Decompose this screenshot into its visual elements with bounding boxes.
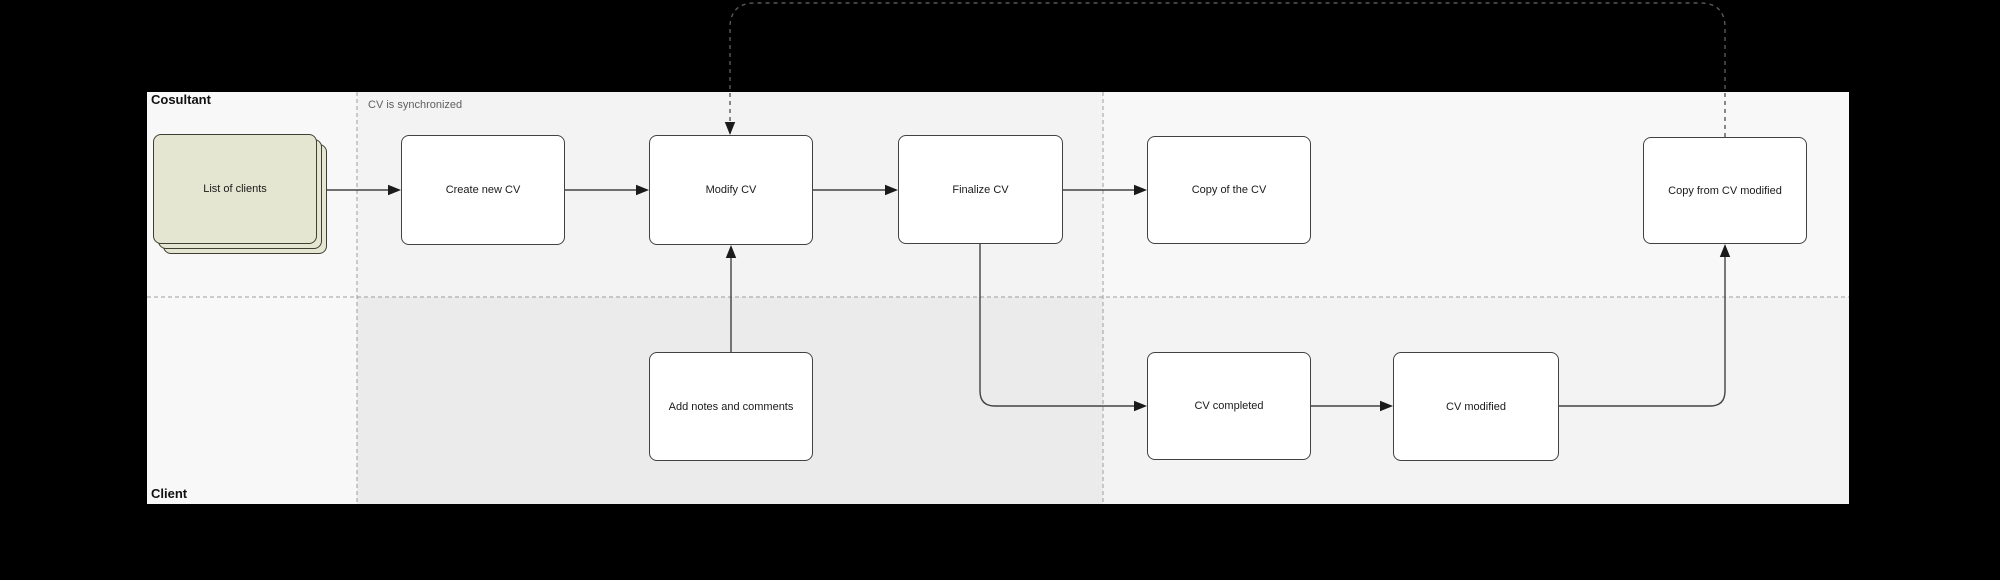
node-label: Copy from CV modified [1668,184,1782,197]
stacked-card-front: List of clients [153,134,317,244]
node-cv-modified[interactable]: CV modified [1393,352,1559,461]
node-label: Modify CV [705,184,757,196]
arrowhead [1719,244,1731,257]
lane-label-consultant: Cosultant [151,92,211,107]
arrowhead [636,184,649,196]
arrowhead [885,184,898,196]
arrowhead [1134,400,1147,412]
node-label: Create new CV [445,184,521,196]
edge-modified-to-copymod[interactable] [1559,257,1726,407]
node-modify-cv[interactable]: Modify CV [649,135,813,245]
node-label: CV completed [1194,400,1264,412]
arrowhead [1134,184,1147,196]
node-label: CV modified [1446,400,1506,413]
node-label: Copy of the CV [1191,184,1267,196]
phase-label: CV is synchronized [368,99,463,111]
node-create-new-cv[interactable]: Create new CV [401,135,565,245]
edge-finalize-to-completed[interactable] [979,244,1134,407]
lane-label-client: Client [151,486,188,501]
edge-copymod-to-modify-dashed[interactable] [729,2,1726,137]
node-finalize-cv[interactable]: Finalize CV [898,135,1063,244]
node-label: List of clients [203,183,267,195]
node-cv-completed[interactable]: CV completed [1147,352,1311,460]
arrowhead [1380,400,1393,412]
arrowhead [388,184,401,196]
node-label: Finalize CV [952,183,1009,196]
node-add-notes-and-comments[interactable]: Add notes and comments [649,352,813,461]
node-copy-from-cv-modified[interactable]: Copy from CV modified [1643,137,1807,244]
node-label: Add notes and comments [668,400,794,413]
arrowhead [725,245,737,258]
node-copy-of-the-cv[interactable]: Copy of the CV [1147,136,1311,244]
arrowhead [724,122,736,135]
node-list-of-clients[interactable]: List of clients [153,134,327,254]
